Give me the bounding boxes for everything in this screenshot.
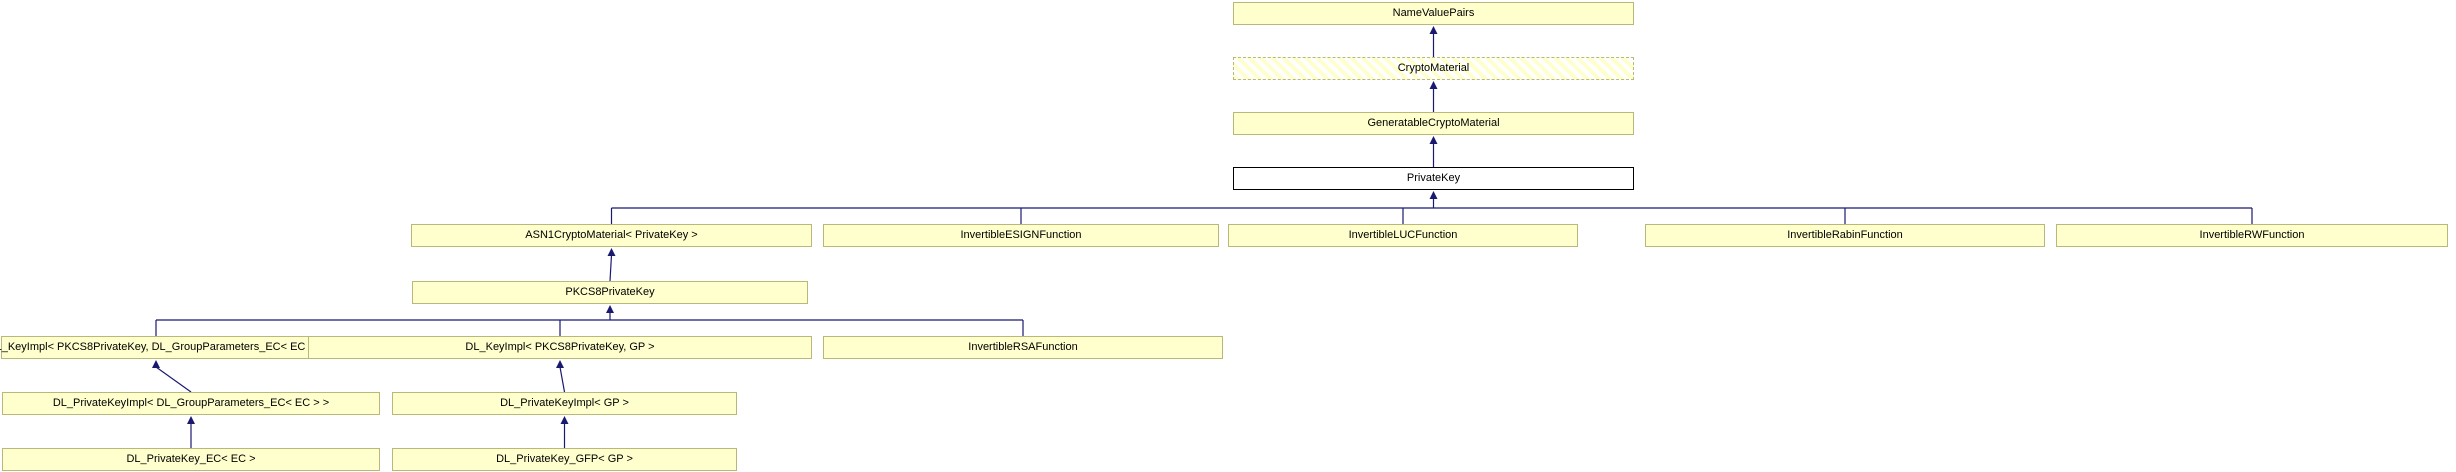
class-node-GeneratableCryptoMaterial[interactable]: GeneratableCryptoMaterial	[1233, 112, 1634, 135]
class-node-InvertibleLUCFunction[interactable]: InvertibleLUCFunction	[1228, 224, 1578, 247]
class-node-InvertibleRWFunction[interactable]: InvertibleRWFunction	[2056, 224, 2448, 247]
class-node-DL_PrivateKey_EC[interactable]: DL_PrivateKey_EC< EC >	[2, 448, 380, 471]
class-node-label-InvertibleRWFunction: InvertibleRWFunction	[2199, 229, 2305, 241]
class-node-label-ASN1CryptoMaterial: ASN1CryptoMaterial< PrivateKey >	[525, 229, 698, 241]
class-node-NameValuePairs[interactable]: NameValuePairs	[1233, 2, 1634, 25]
class-node-label-InvertibleRabinFunction: InvertibleRabinFunction	[1787, 229, 1903, 241]
class-node-DL_PrivateKeyImpl_EC[interactable]: DL_PrivateKeyImpl< DL_GroupParameters_EC…	[2, 392, 380, 415]
class-node-PKCS8PrivateKey[interactable]: PKCS8PrivateKey	[412, 281, 808, 304]
class-node-InvertibleRabinFunction[interactable]: InvertibleRabinFunction	[1645, 224, 2045, 247]
class-node-label-DL_PrivateKeyImpl_EC: DL_PrivateKeyImpl< DL_GroupParameters_EC…	[52, 397, 330, 409]
class-node-DL_KeyImpl_EC[interactable]: DL_KeyImpl< PKCS8PrivateKey, DL_GroupPar…	[0, 336, 324, 359]
class-node-label-InvertibleLUCFunction: InvertibleLUCFunction	[1348, 229, 1458, 241]
class-node-DL_KeyImpl_GP[interactable]: DL_KeyImpl< PKCS8PrivateKey, GP >	[308, 336, 812, 359]
class-node-label-PKCS8PrivateKey: PKCS8PrivateKey	[565, 286, 655, 298]
class-node-label-PrivateKey: PrivateKey	[1406, 172, 1461, 184]
class-node-InvertibleRSAFunction[interactable]: InvertibleRSAFunction	[823, 336, 1223, 359]
class-node-label-GeneratableCryptoMaterial: GeneratableCryptoMaterial	[1367, 117, 1500, 129]
class-node-label-DL_PrivateKey_EC: DL_PrivateKey_EC< EC >	[126, 453, 256, 465]
class-node-label-DL_KeyImpl_GP: DL_KeyImpl< PKCS8PrivateKey, GP >	[465, 341, 655, 353]
class-node-label-InvertibleRSAFunction: InvertibleRSAFunction	[968, 341, 1078, 353]
class-node-label-DL_KeyImpl_EC: DL_KeyImpl< PKCS8PrivateKey, DL_GroupPar…	[0, 341, 325, 353]
class-node-label-NameValuePairs: NameValuePairs	[1392, 7, 1475, 19]
class-node-label-DL_PrivateKeyImpl_GP: DL_PrivateKeyImpl< GP >	[500, 397, 629, 409]
class-node-DL_PrivateKey_GFP[interactable]: DL_PrivateKey_GFP< GP >	[392, 448, 737, 471]
class-node-PrivateKey: PrivateKey	[1233, 167, 1634, 190]
class-node-InvertibleESIGNFunction[interactable]: InvertibleESIGNFunction	[823, 224, 1219, 247]
class-node-label-CryptoMaterial: CryptoMaterial	[1397, 62, 1470, 74]
class-node-label-InvertibleESIGNFunction: InvertibleESIGNFunction	[960, 229, 1082, 241]
class-node-label-DL_PrivateKey_GFP: DL_PrivateKey_GFP< GP >	[496, 453, 633, 465]
class-node-ASN1CryptoMaterial[interactable]: ASN1CryptoMaterial< PrivateKey >	[411, 224, 812, 247]
class-node-DL_PrivateKeyImpl_GP[interactable]: DL_PrivateKeyImpl< GP >	[392, 392, 737, 415]
class-node-CryptoMaterial[interactable]: CryptoMaterial	[1233, 57, 1634, 80]
